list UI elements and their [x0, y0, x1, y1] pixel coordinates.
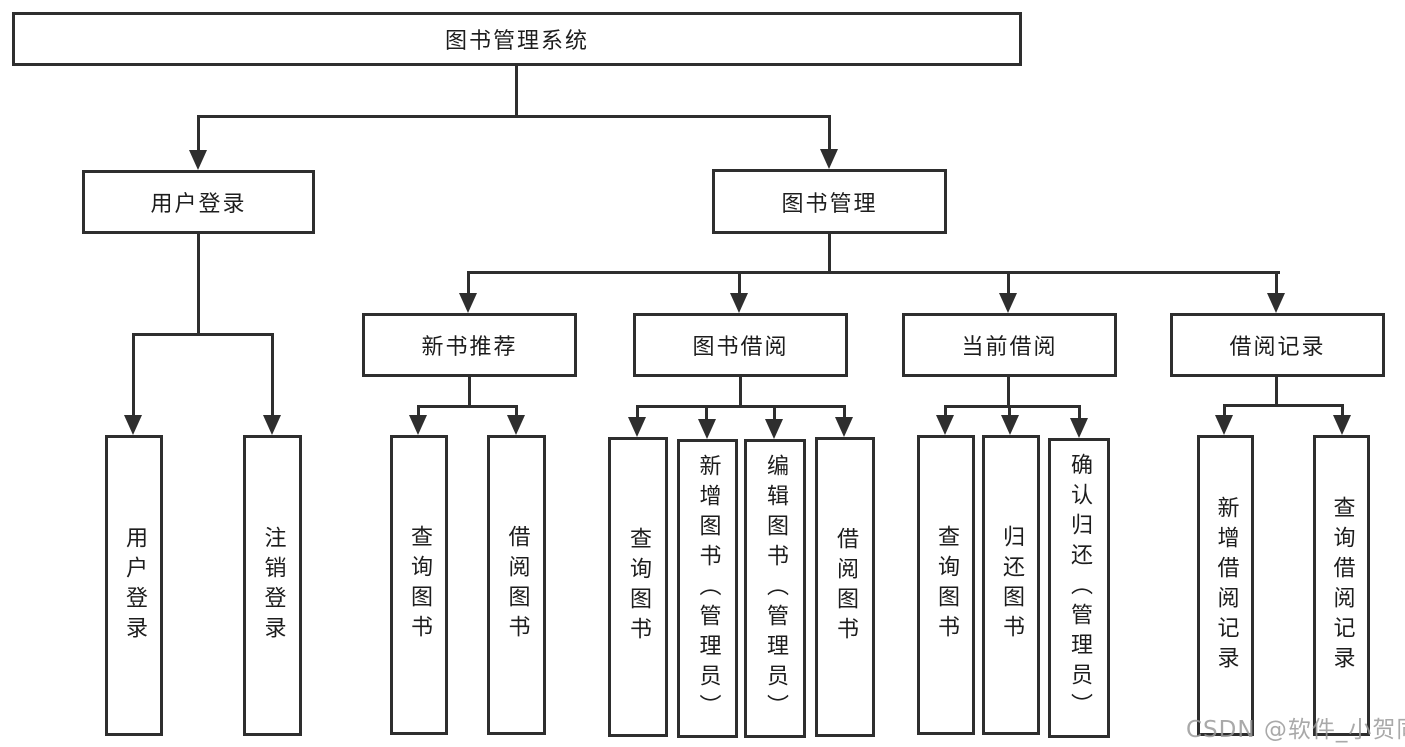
connector-login-child1-stem — [132, 333, 135, 417]
connector-login-stem — [197, 233, 200, 336]
arrowhead-borrow — [730, 293, 748, 313]
node-new-book-recommend: 新书推荐 — [362, 313, 577, 377]
node-book-borrow: 图书借阅 — [633, 313, 848, 377]
arrowhead-borrow-leaf3 — [765, 419, 783, 439]
connector-recommend-leaf2-stem — [515, 405, 518, 418]
arrowhead-leaf-logout — [263, 415, 281, 435]
leaf-borrow-add-books-admin: 新增图书（管理员） — [677, 439, 738, 738]
connector-level1-hline — [197, 115, 831, 118]
connector-root-stem — [515, 66, 518, 117]
leaf-user-login: 用户登录 — [105, 435, 163, 736]
connector-borrow-stem — [739, 377, 742, 408]
arrowhead-user-login — [189, 150, 207, 170]
node-library-system: 图书管理系统 — [12, 12, 1022, 66]
connector-records-leaf1-stem — [1223, 404, 1226, 417]
leaf-current-confirm-return-admin: 确认归还（管理员） — [1048, 438, 1110, 738]
arrowhead-current — [999, 293, 1017, 313]
connector-current-stem — [1007, 377, 1010, 408]
arrowhead-leaf-user-login — [124, 415, 142, 435]
arrowhead-current-leaf1 — [936, 415, 954, 435]
node-borrow-records: 借阅记录 — [1170, 313, 1385, 377]
connector-borrow-hline — [636, 405, 846, 408]
arrowhead-current-leaf2 — [1001, 415, 1019, 435]
arrowhead-recommend — [459, 293, 477, 313]
arrowhead-records-leaf1 — [1215, 415, 1233, 435]
arrowhead-records — [1267, 293, 1285, 313]
connector-sections-hline — [467, 271, 1280, 274]
node-user-login: 用户登录 — [82, 170, 315, 234]
connector-borrow-leaf1-stem — [636, 405, 639, 419]
connector-mgmt-stem — [828, 234, 831, 274]
connector-records-stem — [1275, 377, 1278, 407]
leaf-logout: 注销登录 — [243, 435, 302, 736]
node-current-borrow: 当前借阅 — [902, 313, 1117, 377]
connector-login-child2-stem — [271, 333, 274, 417]
connector-records-hline — [1223, 404, 1344, 407]
leaf-records-add-record: 新增借阅记录 — [1197, 435, 1254, 736]
arrowhead-borrow-leaf4 — [835, 417, 853, 437]
leaf-borrow-edit-books-admin: 编辑图书（管理员） — [744, 439, 806, 738]
connector-records-leaf2-stem — [1341, 404, 1344, 417]
connector-sec1-stem — [467, 271, 470, 295]
connector-current-leaf2-stem — [1008, 405, 1011, 418]
connector-to-book-mgmt-stem — [828, 115, 831, 151]
connector-sec4-stem — [1275, 271, 1278, 295]
connector-recommend-stem — [468, 377, 471, 408]
arrowhead-borrow-leaf1 — [628, 417, 646, 437]
connector-recommend-leaf1-stem — [417, 405, 420, 418]
node-book-management: 图书管理 — [712, 169, 947, 234]
leaf-borrow-query-books: 查询图书 — [608, 437, 668, 737]
connector-sec2-stem — [738, 271, 741, 295]
leaf-recommend-query-books: 查询图书 — [390, 435, 448, 735]
arrowhead-records-leaf2 — [1333, 415, 1351, 435]
leaf-recommend-borrow-books: 借阅图书 — [487, 435, 546, 735]
leaf-current-query-books: 查询图书 — [917, 435, 975, 735]
connector-login-hline — [132, 333, 274, 336]
arrowhead-recommend-leaf1 — [409, 415, 427, 435]
connector-borrow-leaf4-stem — [843, 405, 846, 419]
arrowhead-book-mgmt — [820, 149, 838, 169]
connector-current-hline — [944, 405, 1081, 408]
leaf-borrow-borrow-books: 借阅图书 — [815, 437, 875, 737]
connector-current-leaf3-stem — [1078, 405, 1081, 420]
leaf-records-query-record: 查询借阅记录 — [1313, 435, 1370, 736]
leaf-current-return-books: 归还图书 — [982, 435, 1040, 735]
watermark: CSDN @软件_小贺同学 — [1186, 717, 1405, 743]
arrowhead-borrow-leaf2 — [698, 419, 716, 439]
arrowhead-current-leaf3 — [1070, 418, 1088, 438]
connector-borrow-leaf3-stem — [773, 405, 776, 421]
connector-borrow-leaf2-stem — [705, 405, 708, 421]
connector-sec3-stem — [1007, 271, 1010, 295]
connector-recommend-hline — [417, 405, 518, 408]
arrowhead-recommend-leaf2 — [507, 415, 525, 435]
connector-to-user-login-stem — [197, 115, 200, 152]
connector-current-leaf1-stem — [944, 405, 947, 418]
